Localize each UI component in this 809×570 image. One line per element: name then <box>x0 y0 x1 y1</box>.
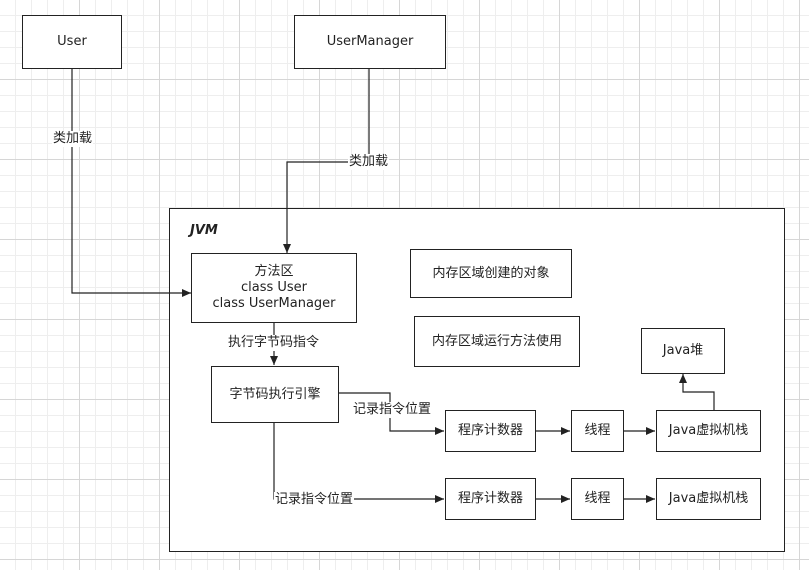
edge-label-record-pos-2: 记录指令位置 <box>274 492 355 508</box>
program-counter-label-2: 程序计数器 <box>457 491 523 506</box>
user-node: User <box>22 15 122 69</box>
method-runtime-label: 内存区域运行方法使用 <box>431 333 562 349</box>
thread-label-1: 线程 <box>584 423 611 438</box>
edge-label-manager-load: 类加载 <box>348 154 390 170</box>
user-label: User <box>57 34 87 49</box>
method-area-node: 方法区 class User class UserManager <box>191 253 357 323</box>
edge-label-exec-bytecode: 执行字节码指令 <box>227 335 321 351</box>
thread-label-2: 线程 <box>584 491 611 506</box>
program-counter-label-1: 程序计数器 <box>457 423 523 438</box>
program-counter-node-1: 程序计数器 <box>445 410 536 452</box>
heap-objects-label: 内存区域创建的对象 <box>432 265 550 281</box>
java-heap-node: Java堆 <box>641 328 725 374</box>
jvm-stack-node-1: Java虚拟机栈 <box>656 410 761 452</box>
jvm-stack-node-2: Java虚拟机栈 <box>656 478 761 520</box>
method-area-class-user-manager: class UserManager <box>212 296 336 311</box>
thread-node-2: 线程 <box>571 478 624 520</box>
user-manager-node: UserManager <box>294 15 446 69</box>
program-counter-node-2: 程序计数器 <box>445 478 536 520</box>
method-area-class-user: class User <box>240 280 308 295</box>
jvm-stack-label-2: Java虚拟机栈 <box>668 491 749 506</box>
jvm-title: JVM <box>190 223 218 238</box>
edge-label-user-load: 类加载 <box>52 131 94 147</box>
heap-objects-node: 内存区域创建的对象 <box>410 249 572 298</box>
user-manager-label: UserManager <box>326 34 414 49</box>
method-runtime-node: 内存区域运行方法使用 <box>414 316 580 367</box>
bytecode-engine-label: 字节码执行引擎 <box>229 386 321 402</box>
thread-node-1: 线程 <box>571 410 624 452</box>
method-area-title: 方法区 <box>254 264 294 279</box>
jvm-stack-label-1: Java虚拟机栈 <box>668 423 749 438</box>
java-heap-label: Java堆 <box>662 343 704 358</box>
edge-label-record-pos-1: 记录指令位置 <box>352 402 433 418</box>
bytecode-engine-node: 字节码执行引擎 <box>211 366 339 423</box>
